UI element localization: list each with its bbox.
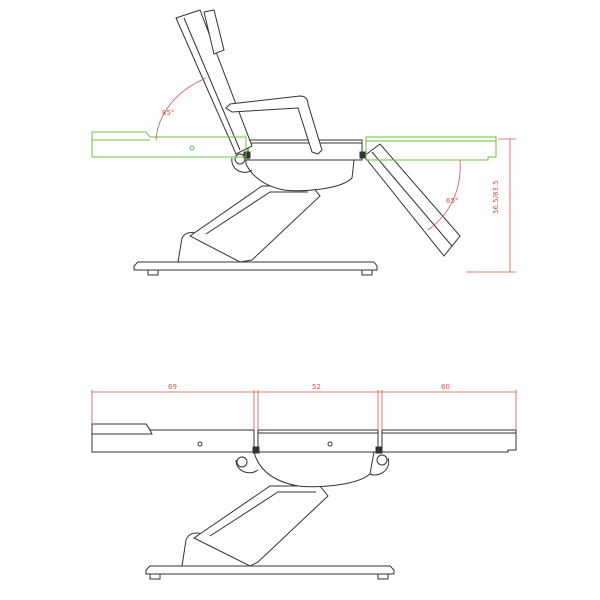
segment-dimensions	[91, 390, 517, 430]
armrest	[225, 95, 323, 155]
pivot-left-2	[236, 456, 248, 468]
base-plate	[133, 261, 378, 271]
angle-arc-back	[155, 77, 207, 141]
lift-arm-inner	[205, 191, 308, 235]
seat-hole	[327, 441, 333, 447]
headrest-pad	[203, 9, 225, 55]
seat-section	[257, 429, 379, 453]
flat-position-view	[91, 390, 517, 580]
joint-seat-leg	[375, 446, 383, 454]
base-foot-left-2	[149, 573, 161, 580]
head-pillow	[91, 423, 153, 435]
flat-head-hole	[189, 145, 195, 151]
joint-head-seat	[252, 446, 260, 454]
angle-annotations	[155, 77, 461, 231]
flat-head-section	[91, 131, 247, 158]
seat-cushion	[247, 139, 363, 161]
segment-label-head: 69	[168, 383, 177, 391]
angle-arc-leg	[427, 159, 461, 231]
backrest-inner-line	[183, 17, 241, 151]
pivot-right-2	[376, 454, 388, 466]
flat-leg-section	[365, 136, 497, 161]
head-hole	[197, 441, 203, 447]
leg-joint	[359, 151, 367, 159]
seat-support-2	[253, 451, 375, 488]
base-plate-2	[145, 565, 395, 575]
pivot-bracket-2	[235, 459, 259, 474]
leg-rest	[363, 143, 461, 257]
seat-support	[245, 159, 355, 192]
backrest	[175, 9, 253, 155]
angle-label-leg: 65°	[446, 197, 458, 205]
back-joint	[243, 151, 251, 159]
lift-arm-2	[193, 485, 329, 567]
lift-arm-inner-2	[209, 491, 316, 537]
flat-position-overlay	[91, 131, 497, 161]
height-dimension	[466, 138, 516, 273]
height-label: 56.5/83.5	[492, 180, 500, 214]
base-foot-left	[147, 269, 159, 276]
angle-label-back: 85°	[162, 109, 174, 117]
leg-rest-inner-line	[371, 151, 453, 247]
pivot-bracket	[231, 157, 253, 173]
base-foot-right-2	[377, 573, 389, 580]
segment-label-seat: 52	[312, 383, 321, 391]
segment-label-leg: 60	[441, 383, 450, 391]
pivot-bracket-right-2	[369, 457, 390, 476]
lift-arm	[189, 185, 321, 263]
base-foot-right	[361, 269, 373, 276]
chair-position-view	[91, 9, 516, 276]
